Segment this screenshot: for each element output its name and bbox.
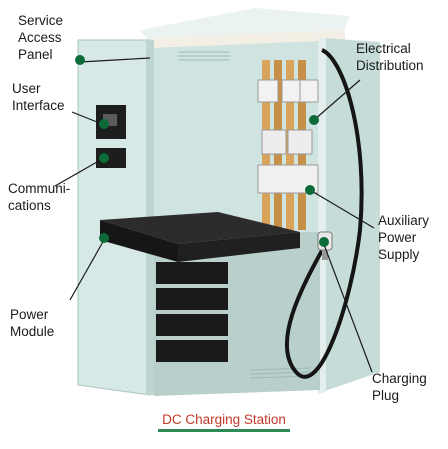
marker-auxiliary-power-supply <box>305 185 315 195</box>
label-communications: Communi- cations <box>8 181 71 213</box>
label-power-module: Power Module <box>10 307 55 339</box>
label-service-access-panel: Service Access Panel <box>18 13 64 62</box>
power-module-stack <box>100 212 300 362</box>
leader-charging-plug <box>322 241 373 373</box>
marker-communications <box>99 153 109 163</box>
label-user-interface: User Interface <box>12 81 65 113</box>
label-charging-plug: Charging Plug <box>372 371 427 403</box>
leader-power-module <box>69 239 105 301</box>
marker-user-interface <box>99 119 109 129</box>
leader-user-interface <box>71 111 103 125</box>
label-auxiliary-power-supply: Auxiliary Power Supply <box>378 213 430 262</box>
cabinet-top-edge <box>150 30 345 48</box>
label-electrical-distribution: Electrical Distribution <box>356 41 424 73</box>
vent-top <box>178 51 230 61</box>
communications-panel <box>96 148 126 168</box>
breakers <box>257 79 319 194</box>
figure-caption: DC Charging Station <box>0 412 448 432</box>
leader-auxiliary-power-supply <box>309 189 375 229</box>
marker-power-module <box>99 233 109 243</box>
leader-electrical-distribution <box>313 79 361 121</box>
marker-charging-plug <box>319 237 329 247</box>
charging-cable <box>285 48 364 379</box>
caption-text: DC Charging Station <box>158 412 290 432</box>
marker-electrical-distribution <box>309 115 319 125</box>
leader-communications <box>54 157 105 187</box>
leader-service-access-panel <box>79 57 151 63</box>
marker-service-access-panel <box>75 55 85 65</box>
